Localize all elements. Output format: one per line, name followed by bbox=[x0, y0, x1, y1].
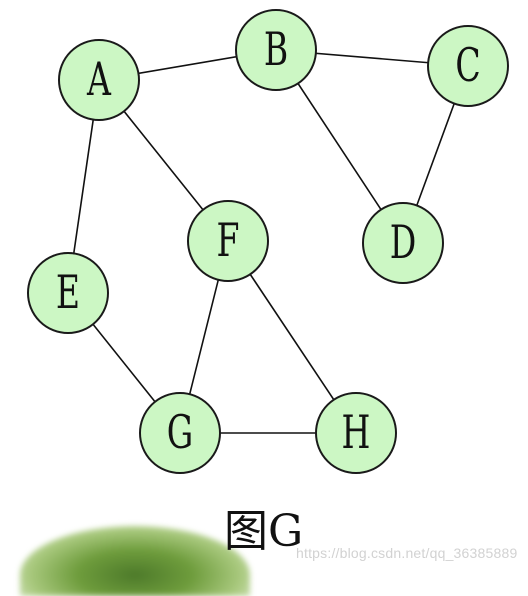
node-b: B bbox=[235, 9, 317, 91]
node-h: H bbox=[315, 392, 397, 474]
node-label: C bbox=[455, 40, 480, 93]
node-label: E bbox=[56, 267, 80, 320]
graph-diagram: A B C D E F G H bbox=[27, 9, 509, 474]
node-c: C bbox=[427, 25, 509, 107]
nodes-layer: A B C D E F G H bbox=[27, 9, 509, 474]
node-circle bbox=[187, 200, 269, 282]
node-circle bbox=[235, 9, 317, 91]
node-g: G bbox=[139, 392, 221, 474]
node-a: A bbox=[58, 39, 140, 121]
node-label: G bbox=[167, 407, 193, 460]
node-label: F bbox=[217, 215, 240, 268]
node-circle bbox=[27, 252, 109, 334]
node-label: B bbox=[264, 24, 288, 77]
node-label: D bbox=[390, 217, 417, 270]
node-circle bbox=[362, 202, 444, 284]
figure-caption: 图G bbox=[224, 506, 304, 557]
node-circle bbox=[315, 392, 397, 474]
node-f: F bbox=[187, 200, 269, 282]
node-circle bbox=[139, 392, 221, 474]
node-d: D bbox=[362, 202, 444, 284]
node-circle bbox=[427, 25, 509, 107]
node-label: A bbox=[86, 54, 112, 107]
node-circle bbox=[58, 39, 140, 121]
watermark-text: https://blog.csdn.net/qq_36385889 bbox=[296, 545, 518, 561]
node-label: H bbox=[342, 407, 371, 460]
node-e: E bbox=[27, 252, 109, 334]
